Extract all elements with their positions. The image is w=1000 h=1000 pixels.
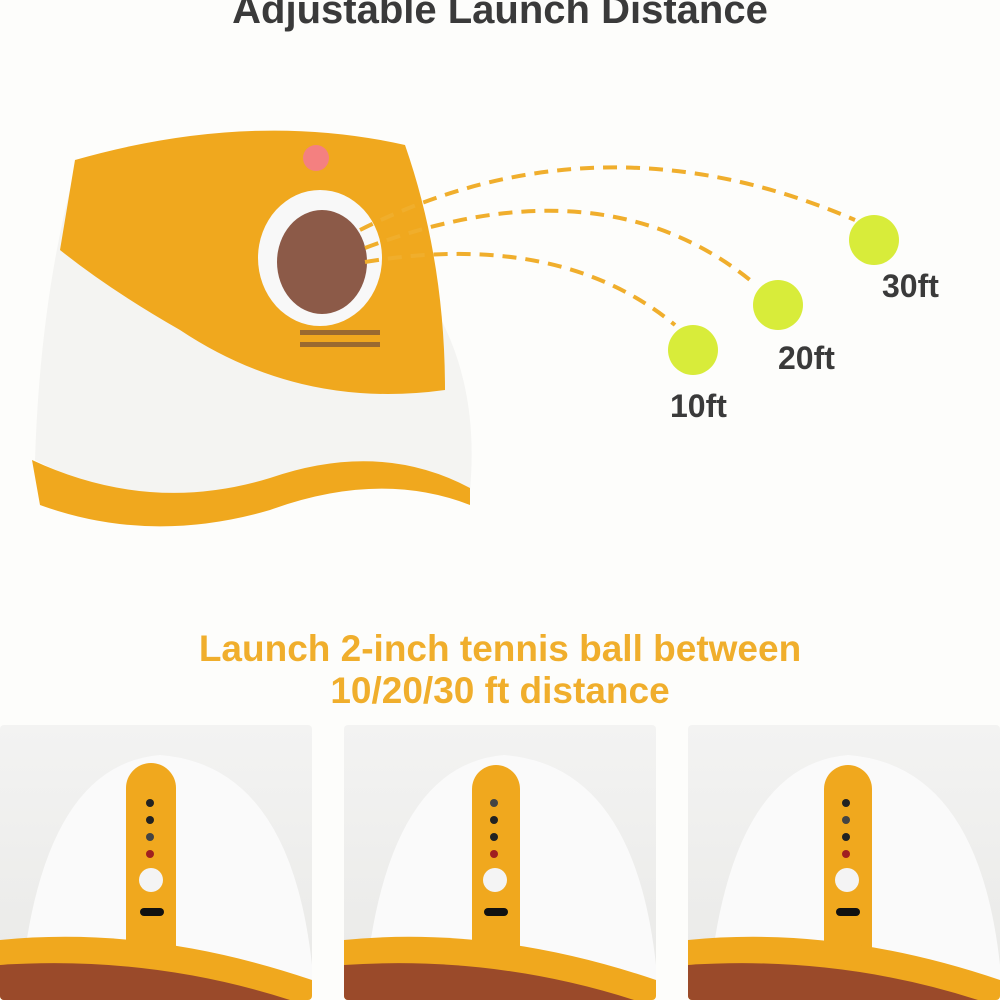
distance-label-10ft: 10ft [670, 388, 727, 424]
trajectory-20ft [364, 208, 752, 282]
launcher-illustration [32, 130, 899, 527]
distance-label-30ft: 30ft [882, 268, 939, 304]
trajectory-30ft [359, 165, 856, 232]
distance-label-20ft: 20ft [778, 340, 835, 376]
power-button [835, 868, 859, 892]
tennis-ball-10ft [668, 325, 718, 375]
trajectory-10ft [364, 251, 677, 327]
tennis-ball-30ft [849, 215, 899, 265]
control-panel-closeup-3 [688, 725, 1000, 1000]
power-light [303, 145, 329, 171]
launcher-base [32, 460, 470, 527]
headline: Adjustable Launch Distance [232, 0, 768, 32]
control-panel-closeup-2 [344, 725, 656, 1000]
control-panel-closeup-1 [0, 725, 312, 1000]
subheadline: Launch 2-inch tennis ball between 10/20/… [0, 628, 1000, 712]
subheadline-line-1: Launch 2-inch tennis ball between [198, 628, 802, 669]
launcher-top [60, 130, 445, 394]
launch-hole [277, 210, 367, 314]
tennis-ball-20ft [753, 280, 803, 330]
power-button [483, 868, 507, 892]
power-button [139, 868, 163, 892]
subheadline-line-2: 10/20/30 ft distance [330, 670, 670, 711]
